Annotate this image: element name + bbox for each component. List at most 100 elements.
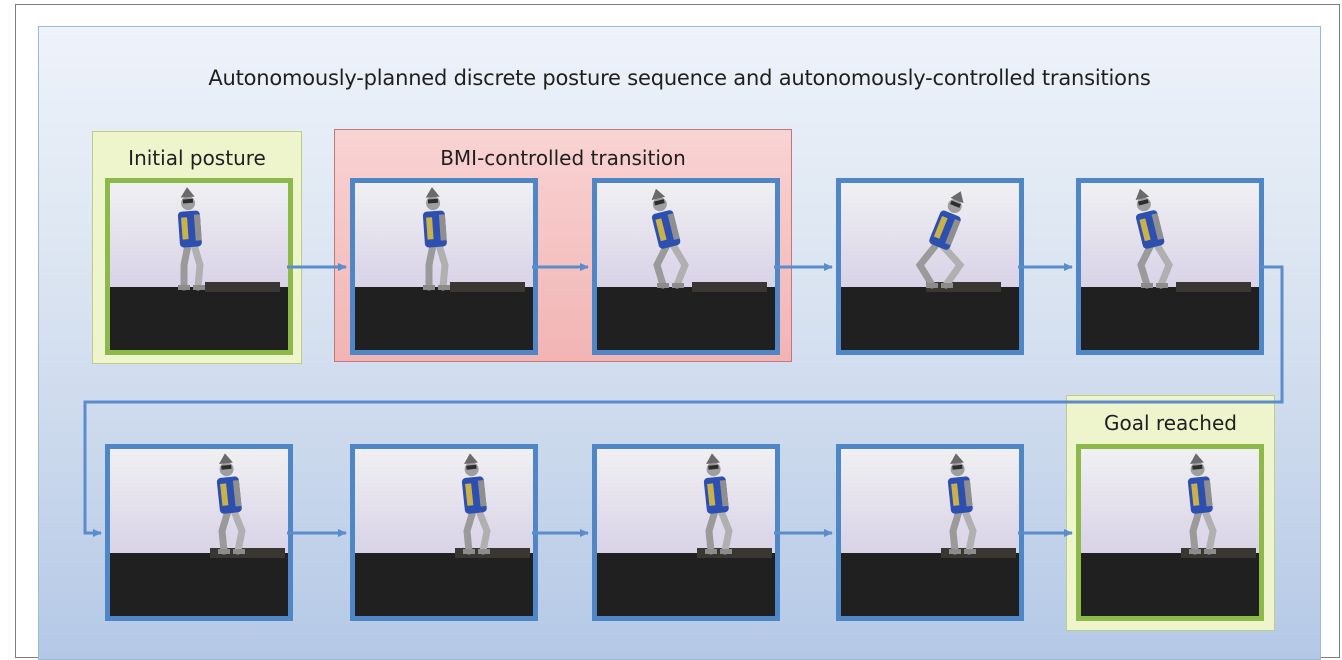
robot-torso-accent xyxy=(1139,218,1151,242)
robot-leg-right xyxy=(230,507,246,555)
bmi-transition-label: BMI-controlled transition xyxy=(440,146,686,170)
robot-foot-right xyxy=(1204,549,1216,554)
robot-head-crest xyxy=(950,453,964,464)
robot-foot-right xyxy=(941,283,953,288)
robot-foot-right xyxy=(438,285,450,290)
robot-figure xyxy=(455,453,530,558)
scene-ground xyxy=(355,286,533,350)
robot-figure xyxy=(697,453,772,558)
robot-leg-right xyxy=(1153,241,1173,289)
posture-frame-3 xyxy=(592,178,780,355)
scene-sky xyxy=(841,449,1019,553)
robot-foot-left xyxy=(178,285,190,290)
posture-frame-1 xyxy=(105,178,293,355)
scene-ground xyxy=(1081,286,1259,350)
scene-sky xyxy=(841,183,1019,287)
robot-foot-left xyxy=(463,549,475,554)
scene-ground xyxy=(597,552,775,616)
posture-frame-10 xyxy=(1076,444,1264,621)
robot-head-crest xyxy=(219,453,233,464)
robot-arm xyxy=(193,214,202,241)
robot-visor xyxy=(1138,199,1149,206)
robot-head-crest xyxy=(464,453,478,464)
initial-posture-label: Initial posture xyxy=(128,146,266,170)
robot-arm xyxy=(719,480,729,507)
scene-sky xyxy=(355,449,533,553)
scene-ground xyxy=(110,552,288,616)
robot-leg-right xyxy=(190,241,204,291)
robot-leg-left xyxy=(1189,507,1203,555)
robot-leg-left xyxy=(425,241,437,291)
goal-reached-label: Goal reached xyxy=(1104,411,1237,435)
step-platform xyxy=(1176,282,1251,292)
posture-frame-7 xyxy=(350,444,538,621)
robot-visor xyxy=(708,464,719,470)
robot-arm xyxy=(963,480,973,507)
robot-leg-right xyxy=(475,507,491,555)
step-platform xyxy=(1181,548,1256,558)
robot-foot-left xyxy=(705,549,717,554)
scene-ground xyxy=(355,552,533,616)
scene-ground xyxy=(110,286,288,350)
step-platform xyxy=(697,548,772,558)
robot-leg-left xyxy=(463,507,477,555)
arrow-5-6-wrap xyxy=(83,265,1284,537)
robot-visor xyxy=(654,199,665,206)
robot-figure xyxy=(177,187,280,292)
robot-foot-right xyxy=(720,549,732,554)
robot-figure xyxy=(651,188,767,292)
robot-figure xyxy=(941,453,1016,558)
robot-foot-left xyxy=(423,285,435,290)
robot-torso-accent xyxy=(707,483,716,506)
robot-head-crest xyxy=(425,187,440,198)
robot-leg-right xyxy=(938,241,965,289)
robot-leg-left xyxy=(915,241,940,289)
posture-frame-9 xyxy=(836,444,1024,621)
robot-figure xyxy=(1135,188,1251,292)
step-platform xyxy=(941,548,1016,558)
posture-frame-5 xyxy=(1076,178,1264,355)
robot-head-crest xyxy=(1190,453,1204,464)
robot-visor xyxy=(950,200,961,208)
robot-torso-accent xyxy=(220,483,229,506)
robot-figure xyxy=(422,187,525,292)
robot-foot-left xyxy=(1141,283,1153,288)
robot-leg-right xyxy=(435,241,449,291)
robot-arm xyxy=(232,480,242,507)
robot-arm xyxy=(1151,213,1164,240)
posture-frame-2 xyxy=(350,178,538,355)
scene-ground xyxy=(841,552,1019,616)
robot-torso-accent xyxy=(933,216,948,239)
robot-leg-left xyxy=(949,507,963,555)
robot-arm xyxy=(1203,480,1213,507)
scene-ground xyxy=(597,286,775,350)
posture-frame-6 xyxy=(105,444,293,621)
scene-ground xyxy=(1081,552,1259,616)
robot-foot-right xyxy=(193,285,205,290)
robot-visor xyxy=(1192,464,1203,470)
robot-head-crest xyxy=(706,453,720,464)
step-platform xyxy=(210,548,285,558)
robot-head-crest xyxy=(651,188,666,201)
robot-leg-left xyxy=(218,507,232,555)
robot-leg-left xyxy=(705,507,719,555)
robot-foot-left xyxy=(657,283,669,288)
robot-foot-right xyxy=(233,549,245,554)
robot-arm xyxy=(945,219,961,246)
scene-sky xyxy=(1081,449,1259,553)
robot-visor xyxy=(466,464,477,470)
step-platform xyxy=(692,282,767,292)
robot-leg-right xyxy=(961,507,977,555)
robot-foot-left xyxy=(1189,549,1201,554)
scene-ground xyxy=(841,286,1019,350)
step-platform xyxy=(926,282,1001,292)
robot-visor xyxy=(952,464,963,470)
robot-head-crest xyxy=(950,191,964,204)
robot-leg-right xyxy=(669,241,689,289)
scene-sky xyxy=(597,449,775,553)
step-platform xyxy=(205,282,280,292)
step-platform xyxy=(455,548,530,558)
robot-torso-accent xyxy=(465,483,474,506)
robot-visor xyxy=(427,198,439,204)
robot-leg-right xyxy=(1201,507,1217,555)
